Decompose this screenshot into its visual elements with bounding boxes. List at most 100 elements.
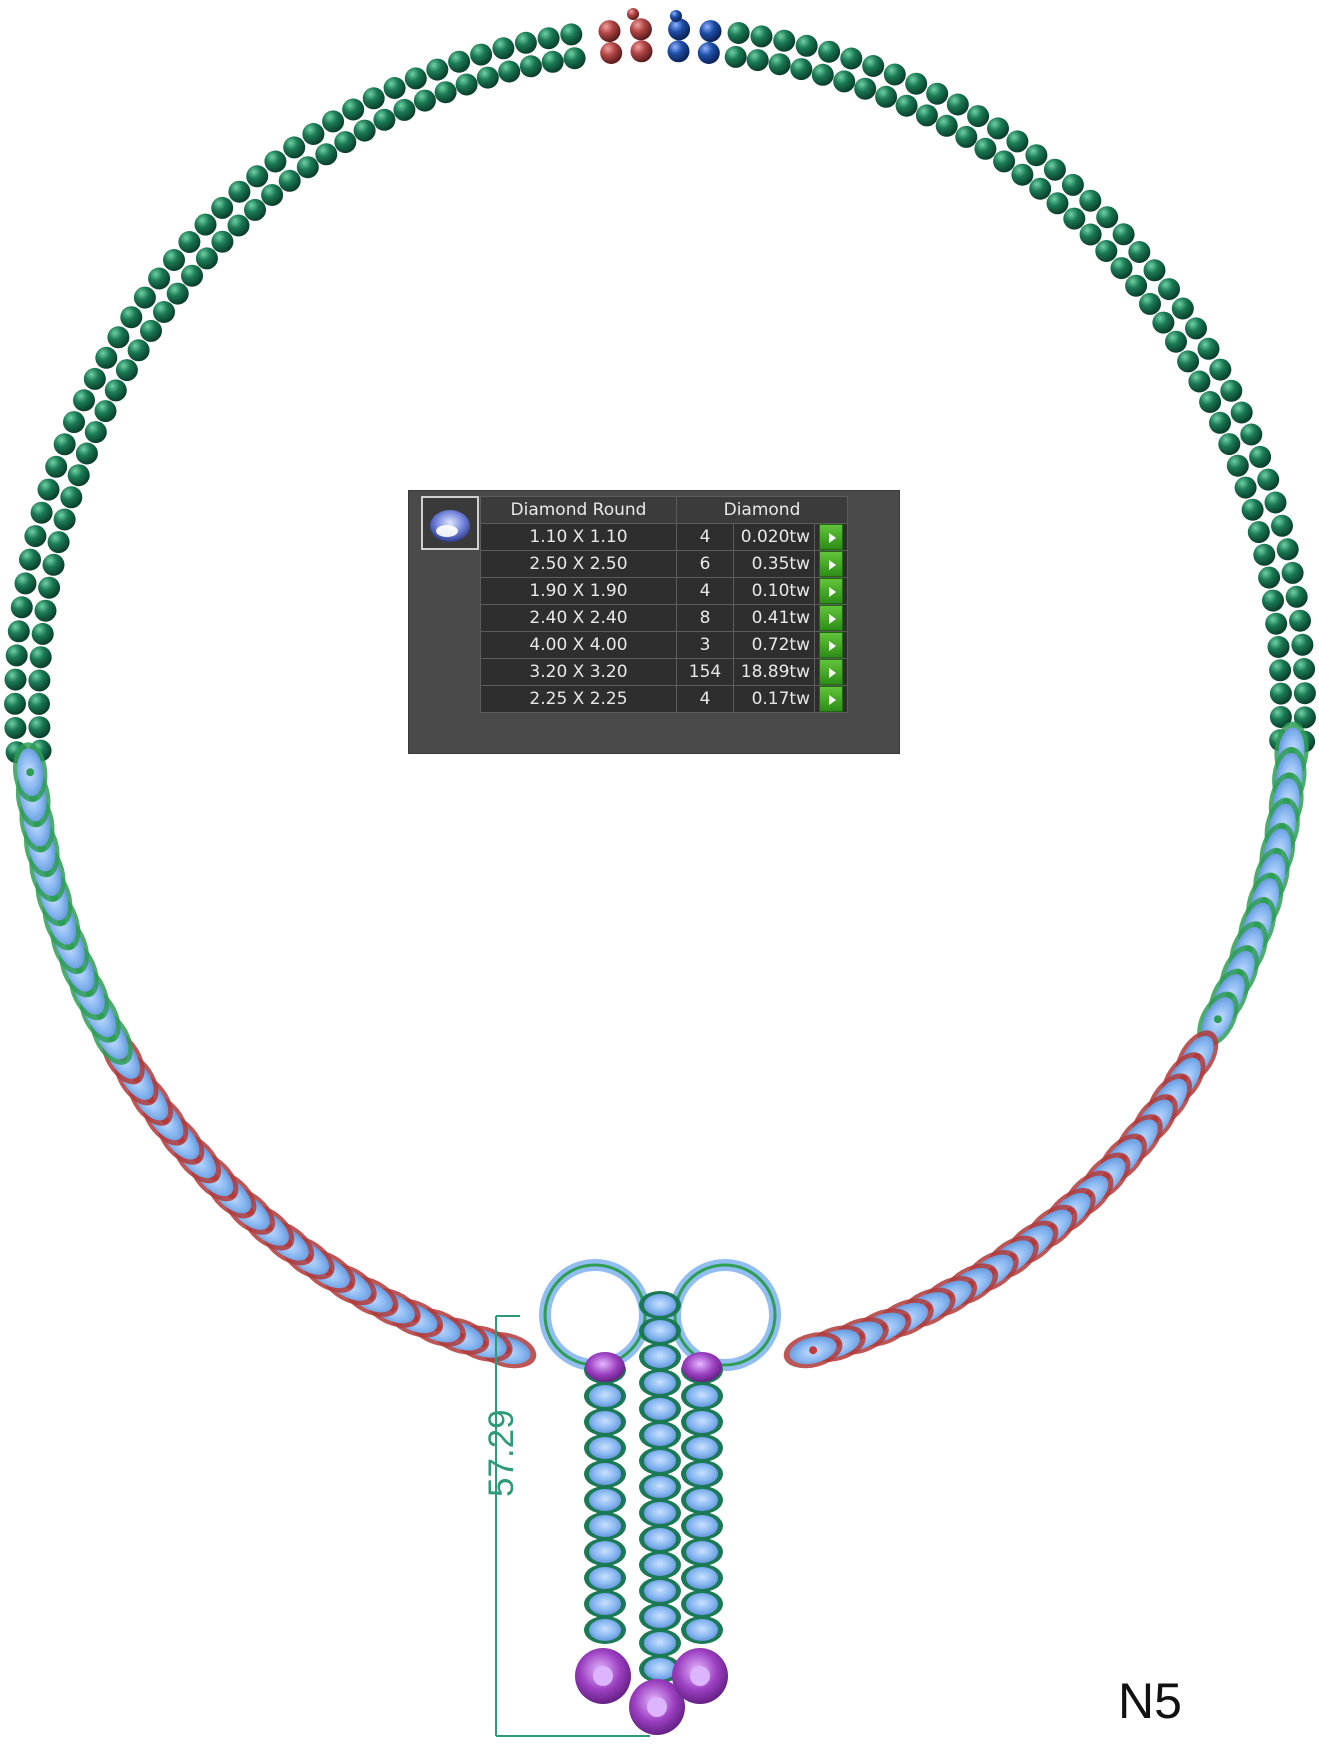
gem-band	[13, 721, 1309, 1371]
chain-bead	[1276, 538, 1299, 561]
chain-bead	[53, 433, 76, 456]
stone-size: 2.40 X 2.40	[480, 604, 677, 632]
chain-bead	[63, 411, 85, 434]
drop-stone	[644, 1502, 676, 1524]
chain-bead	[1143, 259, 1166, 282]
expand-row-button[interactable]	[819, 632, 843, 658]
chain-bead	[261, 184, 284, 206]
chain-bead	[45, 455, 68, 478]
chain-bead	[315, 143, 338, 166]
drop-stone	[686, 1619, 718, 1641]
chain-bead	[383, 77, 406, 99]
chain-bead	[4, 717, 27, 739]
chain-bead	[915, 104, 938, 127]
chain-bead	[1177, 350, 1200, 373]
chain-bead	[1029, 177, 1052, 200]
chain-bead	[1281, 561, 1304, 584]
chain-bead	[426, 58, 449, 81]
chain-bead	[541, 50, 564, 73]
chain-bead	[1209, 411, 1231, 434]
chain-bead	[1199, 391, 1222, 413]
chain-bead	[53, 508, 76, 531]
chain-bead	[283, 136, 306, 159]
chain-bead	[1241, 498, 1264, 521]
expand-row-button[interactable]	[819, 605, 843, 631]
chain-bead	[7, 620, 30, 643]
pendant-loop-edge	[543, 1263, 647, 1367]
chain-bead	[302, 123, 325, 145]
clasp-bead	[699, 20, 722, 43]
chain-bead	[974, 137, 997, 160]
chain-bead	[120, 306, 143, 329]
drop-stone	[686, 1515, 718, 1537]
dimension-value: 57.29	[482, 1409, 521, 1497]
chain-bead	[498, 60, 521, 83]
stone-size: 2.25 X 2.25	[480, 685, 677, 713]
stone-count: 4	[676, 523, 734, 551]
stone-count: 4	[676, 685, 734, 713]
chain-bead	[178, 231, 201, 253]
drop-stone	[644, 1606, 676, 1628]
chain-bead	[1291, 633, 1314, 656]
chain-bead	[133, 286, 156, 309]
chain-bead	[1043, 158, 1066, 181]
table-row: 2.50 X 2.50 6 0.35tw	[480, 550, 848, 578]
clasp	[598, 8, 722, 64]
chain-bead	[1158, 278, 1180, 301]
round-gem-icon	[421, 496, 479, 550]
chain-bead	[563, 47, 586, 70]
drop-stone	[589, 1489, 621, 1511]
expand-row-button[interactable]	[819, 659, 843, 685]
chain-bead	[5, 644, 28, 667]
chain-bead	[75, 442, 98, 465]
expand-row-button[interactable]	[819, 524, 843, 550]
chain-bead	[773, 29, 796, 52]
drop-stone	[644, 1294, 676, 1316]
chain-bead	[34, 599, 57, 622]
chain-bead	[1265, 612, 1288, 635]
chain-bead	[926, 82, 949, 105]
chain-bead	[946, 93, 969, 116]
chain-bead	[227, 214, 250, 237]
chain-bead	[1061, 173, 1084, 196]
chain-bead	[1247, 521, 1270, 544]
chain-bead	[476, 66, 499, 89]
gem-center	[1213, 1015, 1222, 1024]
chain-bead	[1264, 491, 1287, 514]
clasp-pin	[627, 8, 639, 20]
chain-bead	[342, 98, 365, 121]
chain-bead	[434, 81, 457, 104]
chain-bead	[1152, 311, 1175, 334]
chain-bead	[84, 421, 107, 444]
chain-bead	[153, 301, 175, 323]
chain-bead	[19, 548, 41, 571]
drop-stone	[589, 1593, 621, 1615]
clasp-bead	[630, 40, 653, 63]
chain-bead	[1011, 163, 1034, 186]
chain-bead	[1269, 706, 1292, 728]
chain-bead	[1258, 566, 1281, 589]
chain-bead	[1171, 297, 1194, 320]
expand-row-button[interactable]	[819, 551, 843, 577]
drop-flower-center	[593, 1666, 613, 1686]
stone-size: 1.90 X 1.90	[480, 577, 677, 605]
chain-bead	[492, 37, 515, 60]
chain-bead	[987, 117, 1009, 140]
stone-count: 3	[676, 631, 734, 659]
chain-bead	[28, 669, 51, 692]
expand-row-button[interactable]	[819, 686, 843, 712]
chain-bead	[140, 319, 162, 342]
drop-stone	[644, 1398, 676, 1420]
expand-row-button[interactable]	[819, 578, 843, 604]
drop-stone	[686, 1541, 718, 1563]
stone-weight: 0.17tw	[733, 685, 815, 713]
stone-table: Diamond Round Diamond 1.10 X 1.10 4 0.02…	[480, 496, 848, 713]
stone-weight: 18.89tw	[733, 658, 815, 686]
stone-size: 2.50 X 2.50	[480, 550, 677, 578]
chain-bead	[30, 501, 53, 524]
chain-bead	[413, 89, 436, 112]
chain-bead	[37, 478, 60, 501]
table-row: 2.40 X 2.40 8 0.41tw	[480, 604, 848, 632]
chain-bead	[334, 131, 357, 154]
chain-bead	[166, 282, 189, 305]
